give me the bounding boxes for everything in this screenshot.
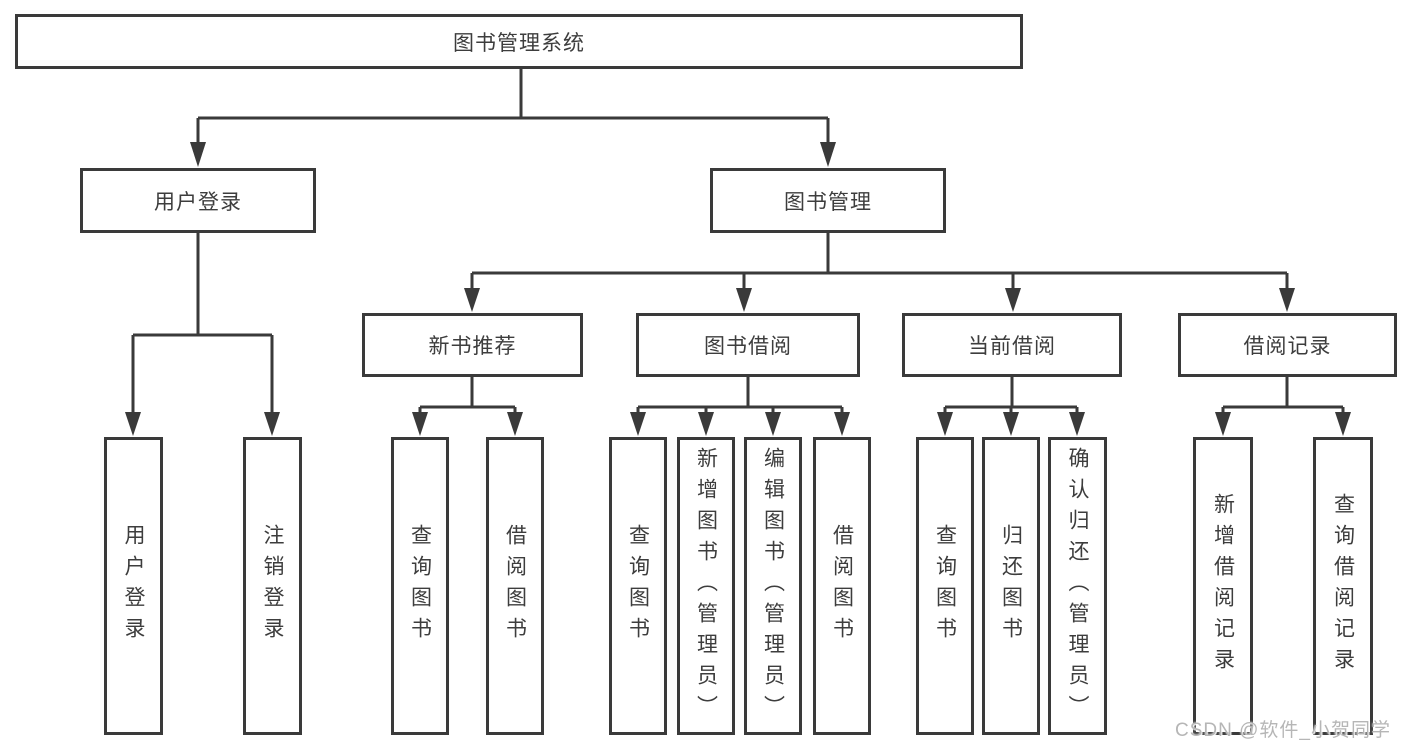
leaf-borrow-books-borrowing-label: 借阅图书 <box>830 524 854 648</box>
node-borrowing-records-label: 借阅记录 <box>1243 335 1332 358</box>
node-user-login-label: 用户登录 <box>154 190 242 214</box>
leaf-query-books-borrowing: 查询图书 <box>609 437 667 735</box>
leaf-query-books-current-label: 查询图书 <box>933 524 957 648</box>
leaf-add-borrow-record: 新增借阅记录 <box>1193 437 1253 735</box>
leaf-logout-label: 注销登录 <box>261 524 284 648</box>
node-root-system: 图书管理系统 <box>15 14 1023 69</box>
leaf-confirm-return-admin-label: 确认归还（管理员） <box>1066 446 1089 726</box>
node-new-book-recommend: 新书推荐 <box>362 313 583 377</box>
node-current-borrowing-label: 当前借阅 <box>968 335 1056 358</box>
leaf-query-books-recommend-label: 查询图书 <box>408 524 432 648</box>
leaf-user-login-label: 用户登录 <box>122 524 145 648</box>
leaf-confirm-return-admin: 确认归还（管理员） <box>1048 437 1107 735</box>
node-new-book-recommend-label: 新书推荐 <box>428 335 517 358</box>
node-borrowing-records: 借阅记录 <box>1178 313 1397 377</box>
node-user-login: 用户登录 <box>80 168 316 233</box>
node-book-borrowing-label: 图书借阅 <box>704 335 792 358</box>
leaf-user-login: 用户登录 <box>104 437 163 735</box>
leaf-add-borrow-record-label: 新增借阅记录 <box>1211 493 1235 679</box>
leaf-query-borrow-record-label: 查询借阅记录 <box>1331 493 1355 679</box>
leaf-query-books-borrowing-label: 查询图书 <box>626 524 650 648</box>
leaf-add-book-admin-label: 新增图书（管理员） <box>694 446 718 726</box>
leaf-add-book-admin: 新增图书（管理员） <box>677 437 735 735</box>
leaf-query-borrow-record: 查询借阅记录 <box>1313 437 1373 735</box>
leaf-query-books-current: 查询图书 <box>916 437 974 735</box>
node-current-borrowing: 当前借阅 <box>902 313 1122 377</box>
leaf-return-book: 归还图书 <box>982 437 1040 735</box>
leaf-edit-book-admin-label: 编辑图书（管理员） <box>761 446 785 726</box>
leaf-return-book-label: 归还图书 <box>999 524 1023 648</box>
leaf-logout: 注销登录 <box>243 437 302 735</box>
csdn-watermark: CSDN @软件_小贺同学 <box>1175 720 1391 741</box>
node-book-management: 图书管理 <box>710 168 946 233</box>
node-book-management-label: 图书管理 <box>784 190 872 214</box>
leaf-edit-book-admin: 编辑图书（管理员） <box>744 437 802 735</box>
leaf-borrow-books-borrowing: 借阅图书 <box>813 437 871 735</box>
node-book-borrowing: 图书借阅 <box>636 313 860 377</box>
node-root-label: 图书管理系统 <box>453 31 585 55</box>
leaf-borrow-books-recommend: 借阅图书 <box>486 437 544 735</box>
leaf-query-books-recommend: 查询图书 <box>391 437 449 735</box>
leaf-borrow-books-recommend-label: 借阅图书 <box>503 524 527 648</box>
